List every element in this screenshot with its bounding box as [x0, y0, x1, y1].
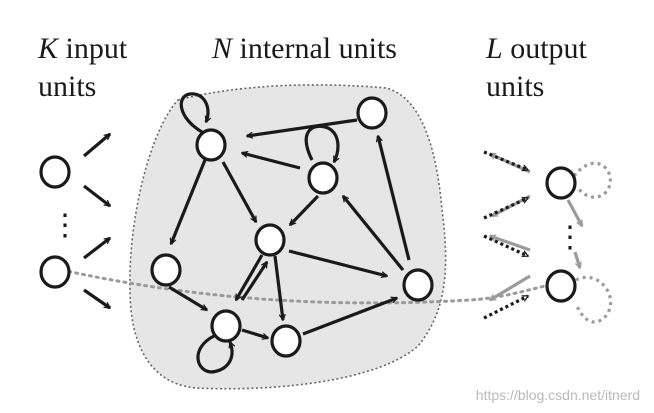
internal-unit [254, 223, 286, 257]
output-feedback-arrow [489, 274, 531, 302]
internal-connection [273, 255, 286, 321]
internal-connection [302, 296, 398, 336]
internal-connection [168, 285, 208, 312]
internal-connection [240, 261, 269, 301]
input-units [39, 155, 71, 289]
input-arrow [83, 236, 111, 260]
self-loop [304, 124, 340, 163]
output-units-label-line1: L output [485, 32, 588, 65]
watermark: https://blog.csdn.net/itnerd [476, 387, 640, 403]
output-self-loop [572, 161, 612, 199]
input-arrow [82, 132, 112, 158]
internal-units-label: N internal units [211, 32, 397, 65]
input-ellipsis: ⋮ [50, 209, 80, 242]
internal-unit [195, 128, 227, 162]
output-feedback-arrow [489, 234, 531, 252]
internal-connection [241, 150, 301, 170]
internal-connection [288, 194, 320, 227]
input-unit [39, 155, 71, 189]
internal-connection [169, 159, 207, 245]
output-units [545, 166, 577, 303]
output-readout-arrow [483, 294, 529, 320]
output-feedback-arrow [566, 199, 584, 227]
internal-connection [288, 249, 388, 279]
internal-connections [168, 92, 411, 374]
input-arrow [83, 288, 111, 310]
output-unit [545, 166, 577, 200]
internal-connection [246, 118, 358, 139]
internal-unit [150, 253, 182, 287]
output-units-label-line2: units [486, 70, 544, 103]
internal-unit [356, 96, 388, 130]
internal-unit [402, 268, 434, 302]
self-loop [196, 334, 236, 374]
output-unit [545, 269, 577, 303]
internal-connection [241, 328, 269, 340]
output-ellipsis: ⋮ [555, 221, 585, 254]
input-units-label-line1: K input [37, 32, 128, 65]
internal-unit [270, 324, 302, 358]
output-readout-dotted-path [60, 268, 547, 305]
internal-connection [375, 135, 411, 261]
output-readout-arrow [483, 150, 529, 172]
input-arrow [83, 184, 111, 208]
input-unit [39, 255, 71, 289]
self-loop [179, 92, 212, 134]
internal-connection [234, 254, 264, 301]
output-self-loop [574, 276, 613, 324]
output-feedback-arrow [573, 251, 582, 269]
output-readout-arrow [483, 234, 529, 258]
internal-connection [341, 194, 405, 272]
internal-unit [307, 161, 339, 195]
internal-unit [210, 309, 242, 343]
internal-units [150, 96, 434, 358]
output-readout-arrow [483, 196, 529, 220]
input-arrows [82, 132, 112, 310]
input-units-label-line2: units [38, 70, 96, 103]
output-input-arrows [483, 150, 529, 320]
internal-connection [221, 161, 258, 223]
